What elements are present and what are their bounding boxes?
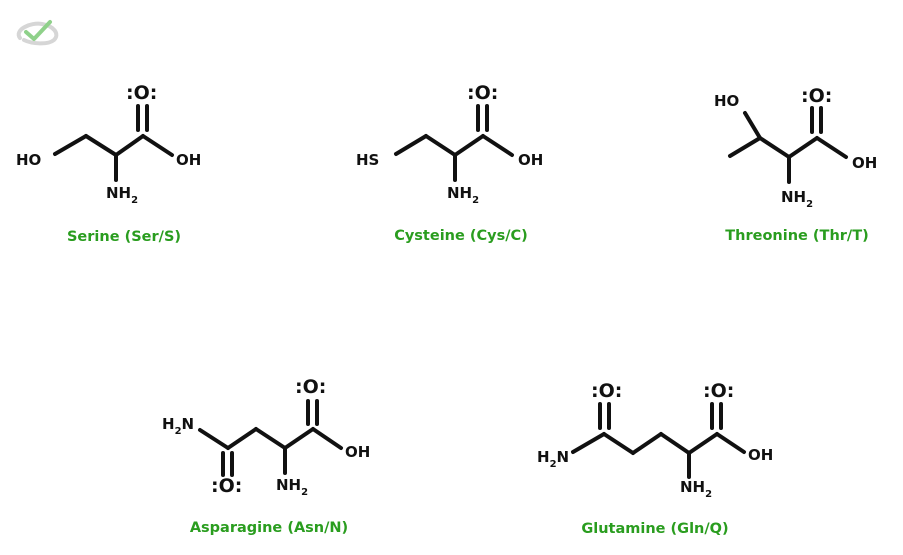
side-chain-label: HS: [356, 151, 379, 169]
caption-threonine: Threonine (Thr/T): [725, 228, 868, 244]
bond: [198, 428, 230, 450]
amine-label: NH2: [106, 184, 138, 206]
bond: [787, 136, 819, 159]
amine-label: NH2: [680, 478, 712, 500]
hydroxyl-label: OH: [748, 446, 773, 464]
bond: [602, 432, 635, 455]
serine-structure: HO OH NH2 :O:: [16, 82, 201, 206]
bond: [283, 427, 315, 450]
carbonyl-oxygen-label: :O:: [126, 82, 157, 104]
bond: [53, 134, 88, 156]
cysteine-structure: HS OH NH2 :O:: [356, 82, 543, 206]
bond: [254, 427, 287, 450]
bond: [758, 136, 791, 159]
hydroxyl-label: OH: [852, 154, 877, 172]
bond: [659, 432, 691, 455]
bond: [571, 432, 606, 454]
bond: [311, 427, 343, 450]
bond: [141, 134, 174, 157]
asparagine-structure: H2N OH NH2 :O: :O:: [162, 376, 370, 498]
side-chain-label: HO: [16, 151, 41, 169]
glutamine-structure: H2N OH NH2 :O: :O:: [537, 380, 773, 500]
bond: [394, 134, 428, 156]
bond: [84, 134, 118, 157]
amine-label: NH2: [447, 184, 479, 206]
amide-oxygen-label: :O:: [211, 475, 242, 497]
bond: [453, 134, 485, 157]
carbonyl-oxygen-label: :O:: [467, 82, 498, 104]
bond: [631, 432, 663, 455]
bond: [728, 136, 762, 158]
bond: [715, 432, 746, 454]
bond: [424, 134, 457, 157]
bond: [481, 134, 514, 157]
caption-cysteine: Cysteine (Cys/C): [394, 228, 528, 244]
caption-glutamine: Glutamine (Gln/Q): [581, 521, 728, 537]
carbonyl-oxygen-label: :O:: [801, 85, 832, 107]
carbonyl-oxygen-label: :O:: [703, 380, 734, 402]
bond: [815, 136, 848, 159]
checkmark-logo-icon: [16, 20, 59, 46]
bond: [114, 134, 145, 157]
amide-nitrogen-label: H2N: [162, 415, 194, 437]
bond: [743, 111, 762, 140]
caption-asparagine: Asparagine (Asn/N): [190, 520, 348, 536]
amine-label: NH2: [781, 188, 813, 210]
amide-nitrogen-label: H2N: [537, 448, 569, 470]
amide-oxygen-label: :O:: [591, 380, 622, 402]
hydroxyl-label: OH: [518, 151, 543, 169]
bond: [687, 432, 719, 455]
caption-serine: Serine (Ser/S): [67, 229, 181, 245]
hydroxyl-label: OH: [176, 151, 201, 169]
hydroxyl-label: OH: [345, 443, 370, 461]
amine-label: NH2: [276, 476, 308, 498]
threonine-structure: HO OH NH2 :O:: [714, 85, 877, 210]
side-chain-label: HO: [714, 92, 739, 110]
carbonyl-oxygen-label: :O:: [295, 376, 326, 398]
bond: [226, 427, 258, 450]
